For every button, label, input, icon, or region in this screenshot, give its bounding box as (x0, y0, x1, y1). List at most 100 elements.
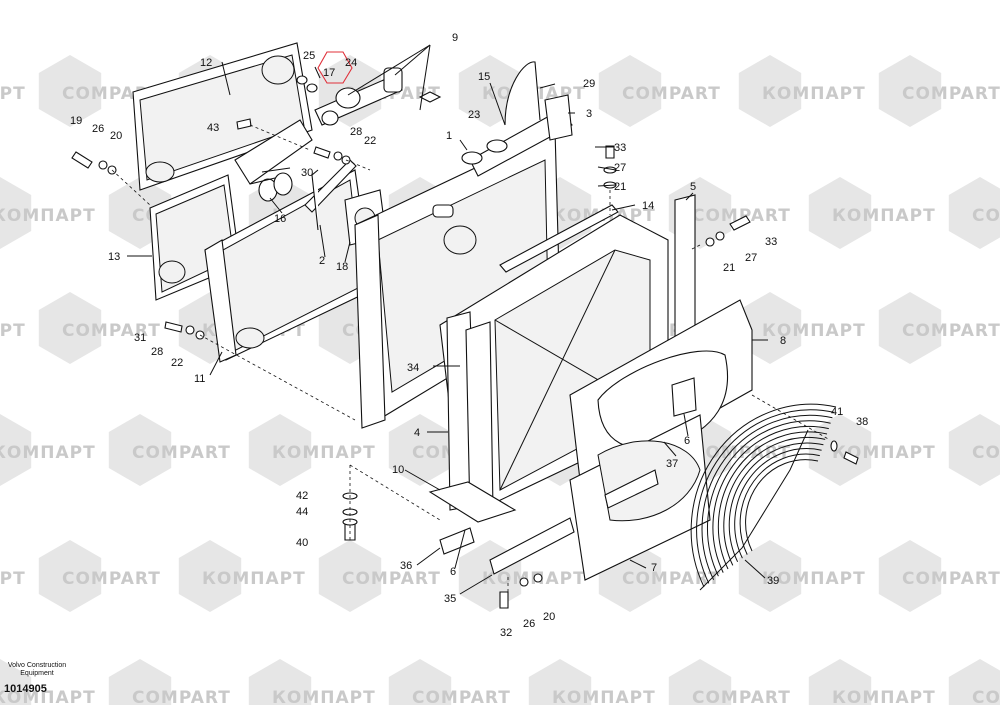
callout-38: 38 (856, 416, 868, 428)
watermark-text: COMPART (622, 569, 721, 589)
fan-guard-ring (723, 437, 826, 566)
watermark-logo (248, 659, 312, 705)
callout-14: 14 (642, 200, 654, 212)
watermark-text: КОМПАРТ (832, 688, 936, 705)
part-5-post (674, 194, 696, 346)
callout-33-right: 33 (765, 236, 777, 248)
watermark-logo (108, 414, 172, 486)
watermark-logo (738, 540, 802, 612)
fan-guard-ring (745, 459, 819, 552)
callout-22-left: 22 (171, 357, 183, 369)
watermark-text: COMPART (692, 688, 791, 705)
callout-12: 12 (200, 57, 212, 69)
fan-guard-strut (699, 429, 809, 591)
callout-36: 36 (400, 560, 412, 572)
watermark-logo (948, 659, 1000, 705)
watermark-text: COMPART (902, 569, 1000, 589)
callout-15: 15 (478, 71, 490, 83)
manufacturer-line-1: Volvo Construction (7, 662, 67, 669)
callout-11: 11 (194, 373, 205, 385)
watermark-logo (808, 414, 872, 486)
watermark-logo (738, 292, 802, 364)
title-block: Volvo Construction Equipment 1014905 (4, 662, 70, 695)
callout-6-bottom: 6 (450, 566, 456, 578)
watermark-text: КОМПАРТ (0, 569, 26, 589)
watermark-text: КОМПАРТ (0, 206, 96, 226)
callout-9: 9 (452, 32, 458, 44)
watermark-text: COMPART (972, 206, 1000, 226)
watermark-text: КОМПАРТ (0, 84, 26, 104)
callout-31: 31 (134, 332, 146, 344)
callout-10: 10 (392, 464, 404, 476)
watermark-logo (248, 414, 312, 486)
callout-24: 24 (345, 57, 357, 69)
callout-43: 43 (207, 122, 219, 134)
callout-34: 34 (407, 362, 419, 374)
watermark-text: COMPART (902, 84, 1000, 104)
drawing-number: 1014905 (4, 683, 47, 695)
part-29-hose (504, 61, 541, 126)
watermark-logo (878, 55, 942, 127)
part-3-bracket (544, 94, 573, 141)
callout-42: 42 (296, 490, 308, 502)
watermark-text: COMPART (972, 443, 1000, 463)
watermark-text: COMPART (692, 206, 791, 226)
watermark-text: КОМПАРТ (552, 688, 656, 705)
fan-guard-ring (712, 425, 829, 573)
part-14-mount-bar (499, 204, 619, 273)
watermark-logo (38, 292, 102, 364)
callout-5: 5 (690, 181, 696, 193)
watermark-text: КОМПАРТ (0, 321, 26, 341)
callout-20-bottom: 20 (543, 611, 555, 623)
highlight-marker (317, 51, 353, 84)
watermark-text: КОМПАРТ (762, 569, 866, 589)
watermark-text: КОМПАРТ (832, 206, 936, 226)
watermark-logo (388, 659, 452, 705)
callout-27-right: 27 (745, 252, 757, 264)
watermark-logo (808, 659, 872, 705)
watermark-text: COMPART (132, 688, 231, 705)
watermark-logo (108, 659, 172, 705)
watermark-text: COMPART (692, 443, 791, 463)
watermark-text: КОМПАРТ (272, 688, 376, 705)
leader-lines (111, 44, 831, 595)
callout-6-right: 6 (684, 435, 690, 447)
watermark-logo (668, 659, 732, 705)
callout-35: 35 (444, 593, 456, 605)
watermark-text: COMPART (972, 688, 1000, 705)
callout-26-left: 26 (92, 123, 104, 135)
watermark-logo (598, 55, 662, 127)
watermark-text: COMPART (342, 569, 441, 589)
watermark-logo (38, 540, 102, 612)
watermark-text: КОМПАРТ (0, 443, 96, 463)
callout-13: 13 (108, 251, 120, 263)
part-4-post (446, 311, 494, 516)
watermark-text: COMPART (62, 569, 161, 589)
watermark-logo (808, 177, 872, 249)
fan-guard-ring (728, 442, 824, 563)
watermark-text: COMPART (412, 688, 511, 705)
fasteners (71, 75, 859, 609)
callout-27-top: 27 (614, 162, 626, 174)
watermark-logo (0, 414, 32, 486)
callout-18: 18 (336, 261, 348, 273)
callout-2: 2 (319, 255, 325, 267)
callout-7: 7 (651, 562, 657, 574)
fan-guard-ring (734, 448, 822, 559)
parts-artwork (71, 42, 859, 609)
watermark-text: КОМПАРТ (762, 84, 866, 104)
callout-44: 44 (296, 506, 308, 518)
callout-labels: 9 12 25 17 24 15 29 3 23 43 28 22 1 19 2… (70, 32, 868, 639)
watermark-text: КОМПАРТ (202, 569, 306, 589)
watermark-text: COMPART (902, 321, 1000, 341)
watermark-logo (738, 55, 802, 127)
callout-3: 3 (586, 108, 592, 120)
fan-guard-ring (706, 420, 831, 577)
watermark-logo (0, 177, 32, 249)
callout-37: 37 (666, 458, 678, 470)
watermark-text: КОМПАРТ (272, 443, 376, 463)
watermark-logo (878, 540, 942, 612)
callout-39: 39 (767, 575, 779, 587)
callout-30: 30 (301, 167, 313, 179)
